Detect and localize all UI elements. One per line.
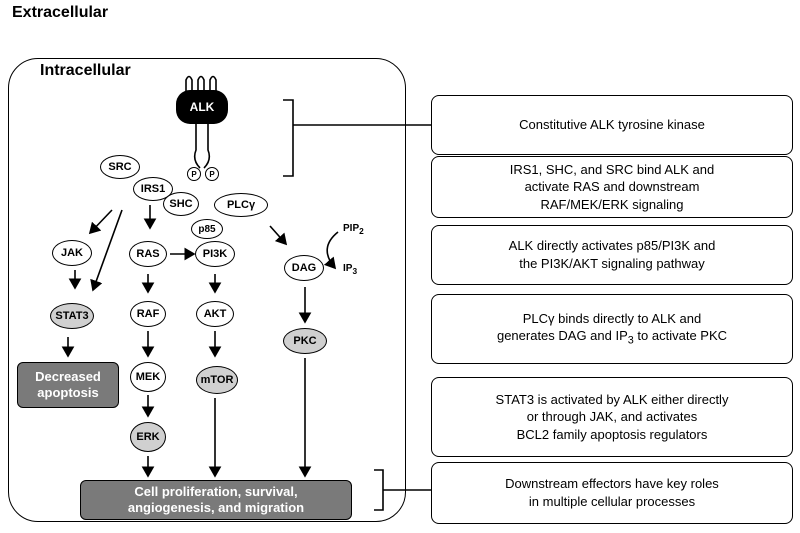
bracket-alk (283, 99, 294, 177)
node-dag: DAG (284, 255, 324, 281)
bracket-outcome (374, 469, 384, 511)
pip2-label: PIP2 (343, 223, 364, 236)
arrow-to-jak (88, 209, 113, 235)
node-pkc: PKC (283, 328, 327, 354)
phospho-left: P (187, 167, 201, 181)
node-ras: RAS (129, 241, 167, 267)
description-pi3k-akt: ALK directly activates p85/PI3K and the … (431, 225, 793, 285)
arrow-to-stat3-direct (90, 209, 123, 292)
node-src: SRC (100, 155, 140, 179)
node-jak: JAK (52, 240, 92, 266)
node-plcg: PLCγ (214, 193, 268, 217)
node-shc: SHC (163, 192, 199, 216)
alk-loop-1 (185, 75, 193, 92)
alk-receptor: ALK (176, 90, 228, 124)
phospho-right: P (205, 167, 219, 181)
arrow-plcg-dag (269, 225, 288, 246)
arrow-pip2-ip3 (323, 231, 339, 270)
description-ras-erk: IRS1, SHC, and SRC bind ALK and activate… (431, 156, 793, 218)
node-mtor: mTOR (196, 366, 238, 394)
ip3-label: IP3 (343, 263, 358, 276)
node-pi3k: PI3K (195, 241, 235, 267)
outcome-cell-proliferation: Cell proliferation, survival, angiogenes… (80, 480, 352, 520)
node-stat3: STAT3 (50, 303, 94, 329)
description-plcg-pkc: PLCγ binds directly to ALK and generates… (431, 294, 793, 364)
node-raf: RAF (130, 301, 166, 327)
intracellular-label: Intracellular (40, 62, 131, 79)
alk-tail-right (203, 124, 211, 169)
description-stat3: STAT3 is activated by ALK either directl… (431, 377, 793, 457)
node-akt: AKT (196, 301, 234, 327)
node-erk: ERK (130, 422, 166, 452)
node-p85: p85 (191, 219, 223, 239)
cell-membrane (8, 58, 406, 522)
outcome-decreased-apoptosis: Decreased apoptosis (17, 362, 119, 408)
alk-loop-2 (197, 75, 205, 92)
alk-loop-3 (209, 75, 217, 92)
description-alk-kinase: Constitutive ALK tyrosine kinase (431, 95, 793, 155)
extracellular-label: Extracellular (12, 4, 109, 21)
description-downstream-effectors: Downstream effectors have key roles in m… (431, 462, 793, 524)
alk-tail-left (193, 124, 201, 169)
node-mek: MEK (130, 362, 166, 392)
